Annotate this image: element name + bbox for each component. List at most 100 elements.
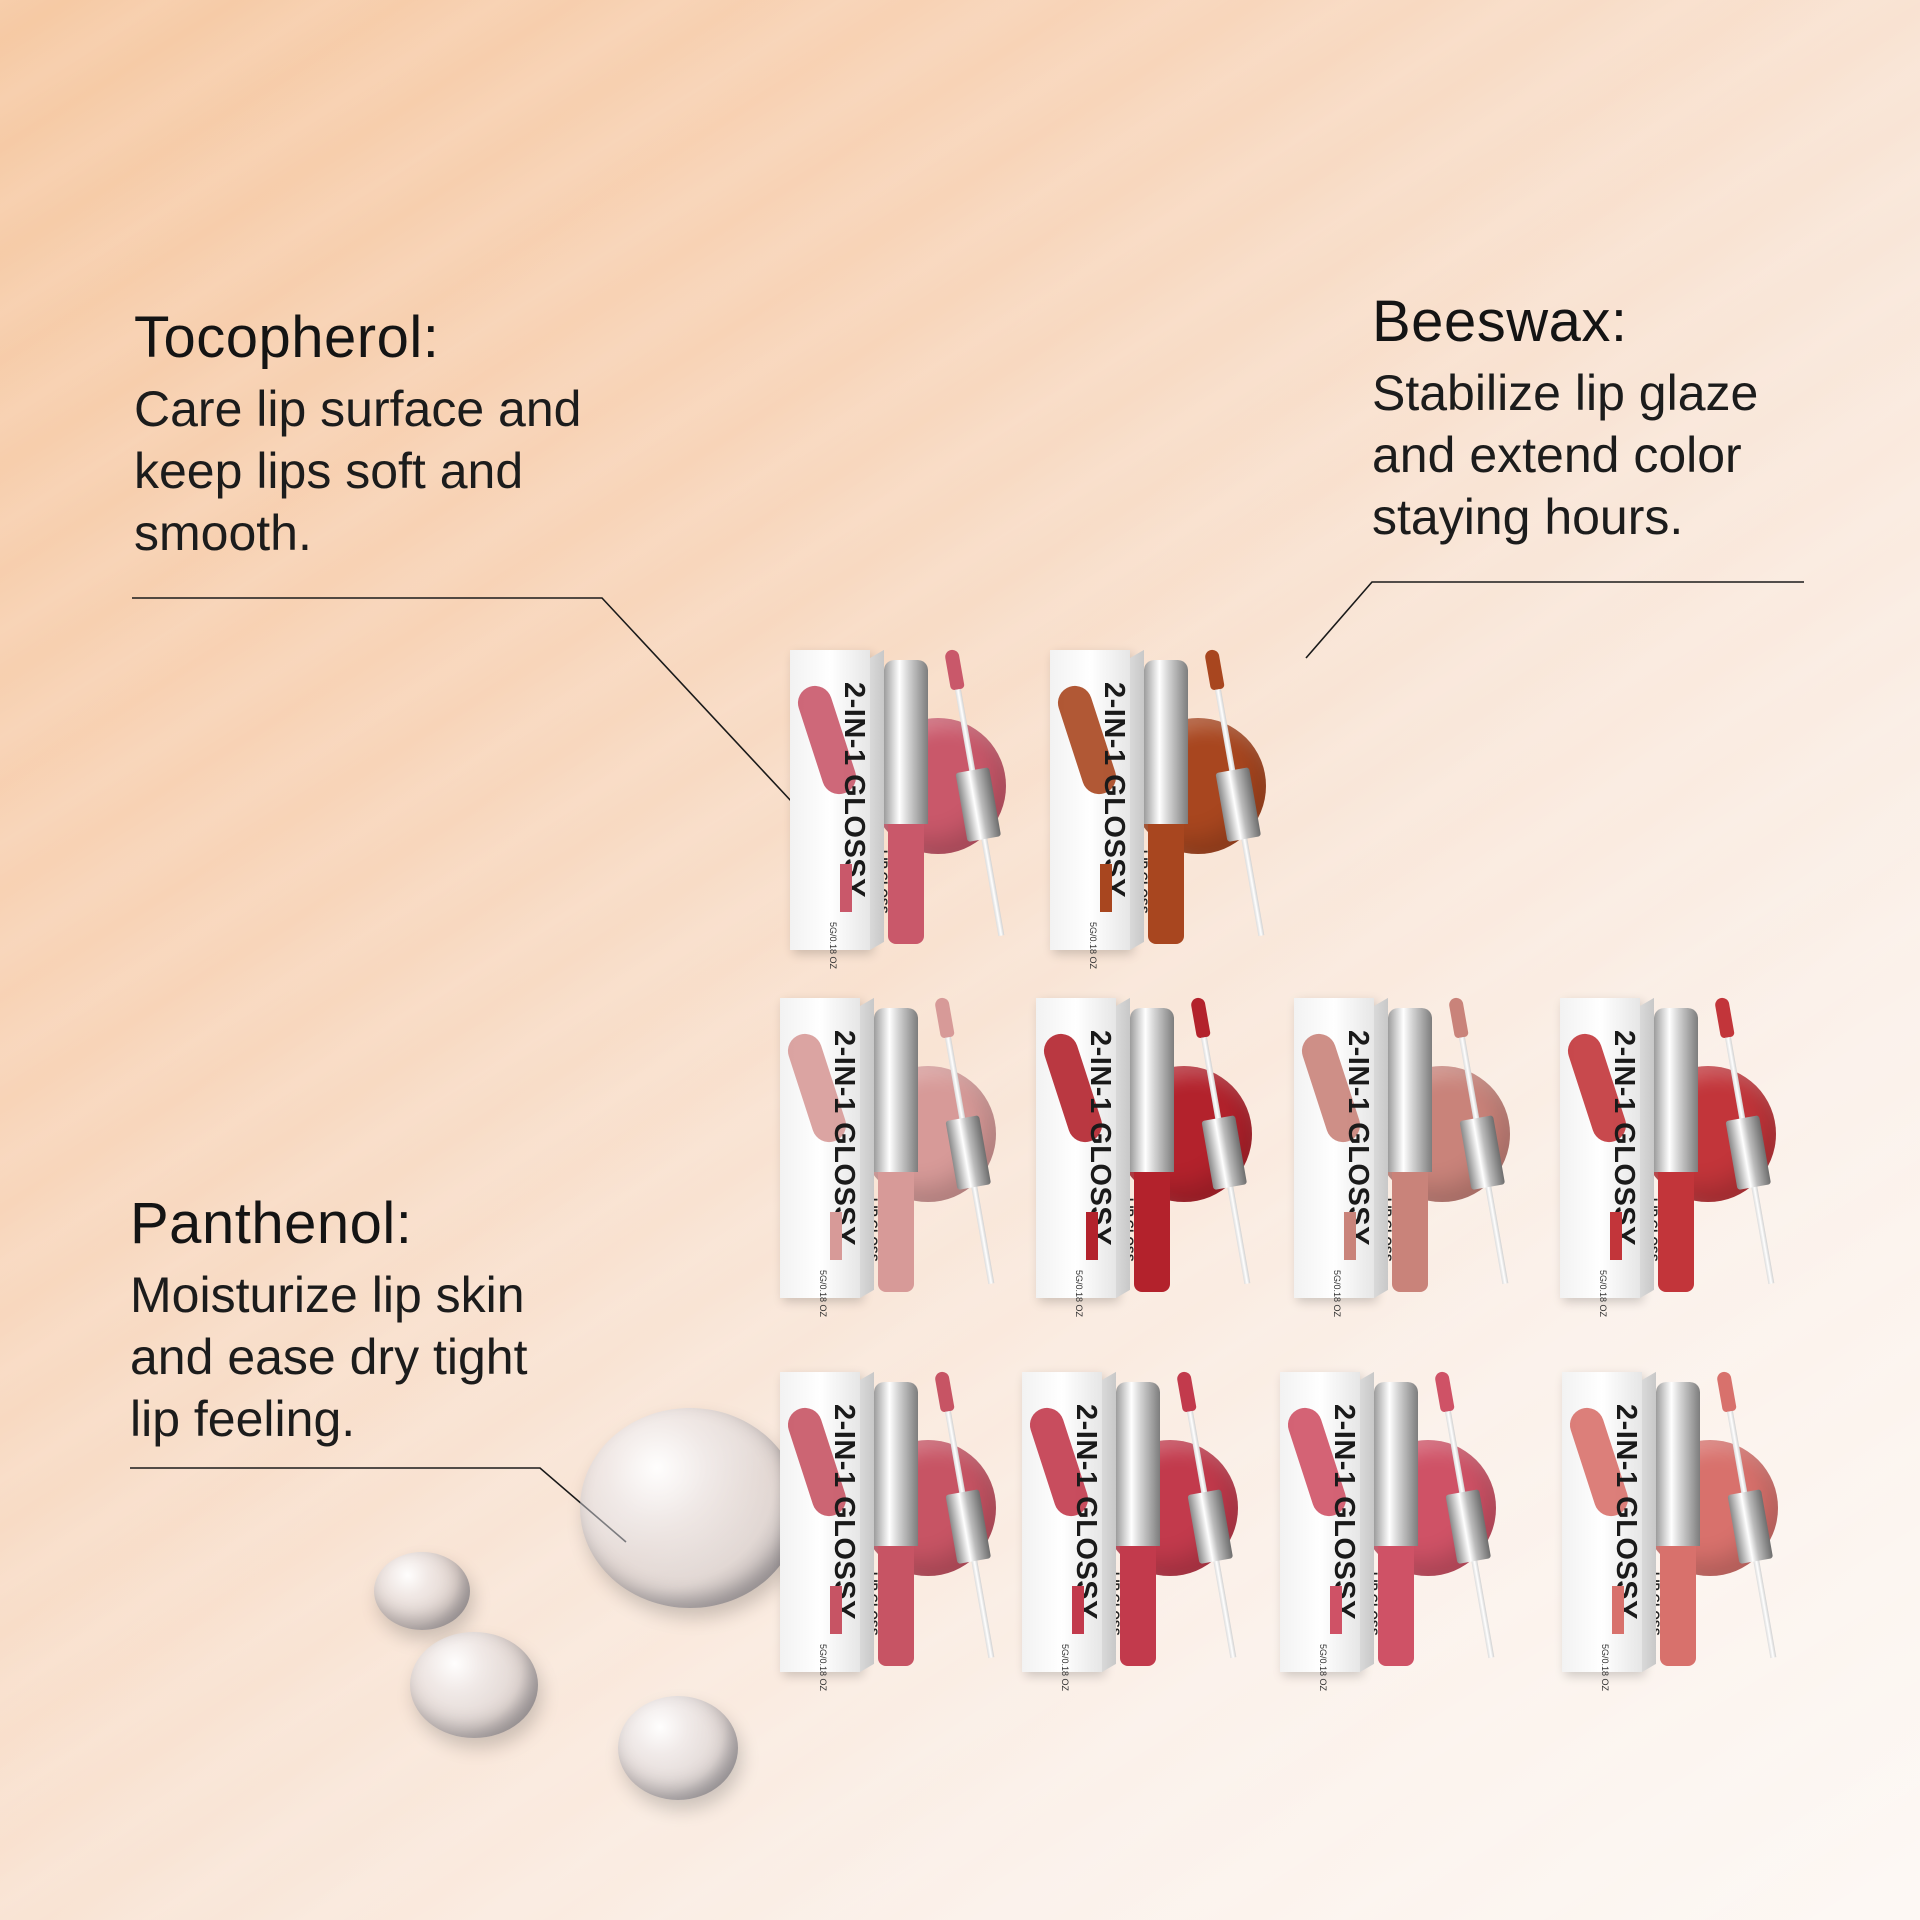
box-shade-tag [830, 1212, 842, 1260]
tube-body [1134, 1172, 1170, 1292]
water-droplet-icon [580, 1408, 800, 1608]
tube-body [1148, 824, 1184, 944]
gloss-tube [874, 1008, 918, 1292]
lip-gloss-product: 2-IN-1 GLOSSY LIP GLOSS 5G/0.18 OZ [1560, 996, 1796, 1317]
box-shade-tag [1100, 864, 1112, 912]
applicator-tip [1434, 1370, 1455, 1413]
gloss-tube [1130, 1008, 1174, 1292]
box-net-weight: 5G/0.18 OZ [818, 1270, 828, 1318]
gloss-tube [1654, 1008, 1698, 1292]
lip-gloss-product: 2-IN-1 GLOSSY LIP GLOSS 5G/0.18 OZ [780, 996, 1016, 1317]
box-net-weight: 5G/0.18 OZ [1088, 922, 1098, 970]
product-box: 2-IN-1 GLOSSY LIP GLOSS 5G/0.18 OZ [780, 998, 880, 1317]
tube-body [888, 824, 924, 944]
gloss-tube [1116, 1382, 1160, 1666]
tube-cap [1654, 1008, 1698, 1172]
gloss-tube [1144, 660, 1188, 944]
box-shade-tag [1086, 1212, 1098, 1260]
tube-cap [1388, 1008, 1432, 1172]
tube-cap [1374, 1382, 1418, 1546]
product-box: 2-IN-1 GLOSSY LIP GLOSS 5G/0.18 OZ [1562, 1372, 1662, 1691]
lip-gloss-product: 2-IN-1 GLOSSY LIP GLOSS 5G/0.18 OZ [780, 1370, 1016, 1691]
lip-gloss-product: 2-IN-1 GLOSSY LIP GLOSS 5G/0.18 OZ [1562, 1370, 1798, 1691]
applicator-tip [934, 1370, 955, 1413]
lip-gloss-product: 2-IN-1 GLOSSY LIP GLOSS 5G/0.18 OZ [1050, 648, 1286, 969]
box-shade-tag [1612, 1586, 1624, 1634]
box-net-weight: 5G/0.18 OZ [1318, 1644, 1328, 1692]
box-net-weight: 5G/0.18 OZ [1060, 1644, 1070, 1692]
applicator-tip [1190, 996, 1211, 1039]
beeswax-title: Beeswax: [1372, 289, 1628, 354]
lip-gloss-product: 2-IN-1 GLOSSY LIP GLOSS 5G/0.18 OZ [1280, 1370, 1516, 1691]
gloss-tube [874, 1382, 918, 1666]
tocopherol-leader [132, 597, 793, 803]
tube-body [1658, 1172, 1694, 1292]
beeswax-leader [1305, 581, 1804, 659]
lip-gloss-product: 2-IN-1 GLOSSY LIP GLOSS 5G/0.18 OZ [1294, 996, 1530, 1317]
box-shade-tag [1072, 1586, 1084, 1634]
applicator-tip [1204, 648, 1225, 691]
applicator-tip [944, 648, 965, 691]
beeswax-line-1: Stabilize lip glaze [1372, 364, 1759, 421]
product-box: 2-IN-1 GLOSSY LIP GLOSS 5G/0.18 OZ [790, 650, 890, 969]
beeswax-line-2: and extend color [1372, 426, 1742, 483]
tube-cap [1116, 1382, 1160, 1546]
tocopherol-line-2: keep lips soft and [134, 442, 524, 499]
product-box: 2-IN-1 GLOSSY LIP GLOSS 5G/0.18 OZ [1050, 650, 1150, 969]
applicator-tip [1448, 996, 1469, 1039]
product-box: 2-IN-1 GLOSSY LIP GLOSS 5G/0.18 OZ [1280, 1372, 1380, 1691]
box-shade-tag [1344, 1212, 1356, 1260]
box-net-weight: 5G/0.18 OZ [1332, 1270, 1342, 1318]
box-shade-tag [830, 1586, 842, 1634]
applicator-tip [1716, 1370, 1737, 1413]
tube-cap [874, 1382, 918, 1546]
gloss-tube [1656, 1382, 1700, 1666]
panthenol-line-1: Moisturize lip skin [130, 1266, 525, 1323]
box-net-weight: 5G/0.18 OZ [1598, 1270, 1608, 1318]
tube-body [878, 1546, 914, 1666]
product-box: 2-IN-1 GLOSSY LIP GLOSS 5G/0.18 OZ [780, 1372, 880, 1691]
box-net-weight: 5G/0.18 OZ [818, 1644, 828, 1692]
gloss-tube [1388, 1008, 1432, 1292]
tube-cap [1656, 1382, 1700, 1546]
tube-body [1392, 1172, 1428, 1292]
box-shade-tag [1330, 1586, 1342, 1634]
box-shade-tag [840, 864, 852, 912]
water-droplet-icon [374, 1552, 470, 1630]
water-droplet-icon [410, 1632, 538, 1738]
tocopherol-line-3: smooth. [134, 504, 312, 561]
box-net-weight: 5G/0.18 OZ [828, 922, 838, 970]
beeswax-line-3: staying hours. [1372, 488, 1684, 545]
tocopherol-title: Tocopherol: [134, 305, 440, 370]
panthenol-description: Moisturize lip skin and ease dry tight l… [130, 1264, 650, 1450]
lip-gloss-product: 2-IN-1 GLOSSY LIP GLOSS 5G/0.18 OZ [790, 648, 1026, 969]
lip-gloss-product: 2-IN-1 GLOSSY LIP GLOSS 5G/0.18 OZ [1022, 1370, 1258, 1691]
gloss-tube [884, 660, 928, 944]
panthenol-line-2: and ease dry tight [130, 1328, 528, 1385]
callout-panthenol: Panthenol: Moisturize lip skin and ease … [130, 1192, 650, 1450]
callout-tocopherol: Tocopherol: Care lip surface and keep li… [134, 306, 654, 564]
tube-body [1378, 1546, 1414, 1666]
water-droplet-icon [618, 1696, 738, 1800]
tube-body [1660, 1546, 1696, 1666]
panthenol-leader [130, 1467, 627, 1543]
product-box: 2-IN-1 GLOSSY LIP GLOSS 5G/0.18 OZ [1560, 998, 1660, 1317]
tocopherol-description: Care lip surface and keep lips soft and … [134, 378, 654, 564]
tube-cap [874, 1008, 918, 1172]
tube-body [878, 1172, 914, 1292]
beeswax-description: Stabilize lip glaze and extend color sta… [1372, 362, 1832, 548]
lip-gloss-product: 2-IN-1 GLOSSY LIP GLOSS 5G/0.18 OZ [1036, 996, 1272, 1317]
product-box: 2-IN-1 GLOSSY LIP GLOSS 5G/0.18 OZ [1036, 998, 1136, 1317]
tube-cap [884, 660, 928, 824]
applicator-tip [1176, 1370, 1197, 1413]
callout-beeswax: Beeswax: Stabilize lip glaze and extend … [1372, 290, 1832, 548]
tube-body [1120, 1546, 1156, 1666]
tube-cap [1130, 1008, 1174, 1172]
box-shade-tag [1610, 1212, 1622, 1260]
box-net-weight: 5G/0.18 OZ [1074, 1270, 1084, 1318]
product-box: 2-IN-1 GLOSSY LIP GLOSS 5G/0.18 OZ [1022, 1372, 1122, 1691]
applicator-tip [934, 996, 955, 1039]
gloss-tube [1374, 1382, 1418, 1666]
tube-cap [1144, 660, 1188, 824]
panthenol-title: Panthenol: [130, 1191, 413, 1256]
